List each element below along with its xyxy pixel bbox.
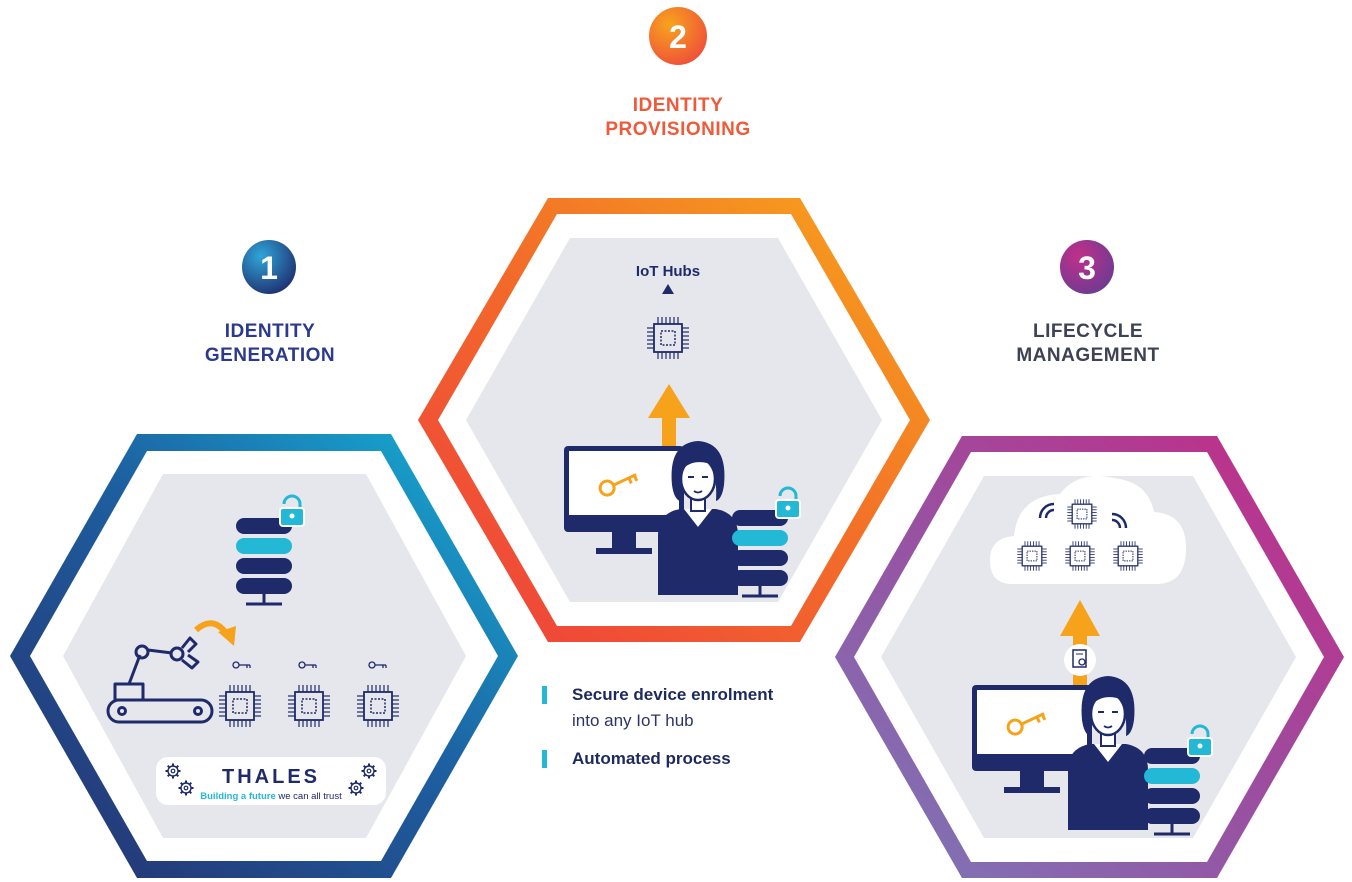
bullet-item: Secure device enrolment into any IoT hub <box>540 682 800 734</box>
svg-text:3: 3 <box>1078 250 1096 286</box>
bullet-list: Secure device enrolment into any IoT hub… <box>540 682 800 784</box>
step-1-badge: 1 <box>242 240 296 294</box>
curved-arrow-head <box>218 626 236 646</box>
bullet-bold-text: Automated process <box>572 749 731 768</box>
bullet-text: into any IoT hub <box>572 711 694 730</box>
up-triangle-icon <box>662 284 674 294</box>
step-1-title: IDENTITY GENERATION <box>160 320 380 368</box>
thales-logo: THALES Building a future we can all trus… <box>156 757 386 805</box>
bullet-marker <box>542 686 547 704</box>
cloud-icon <box>990 476 1186 584</box>
step-2-badge: 2 <box>649 7 707 65</box>
bullet-bold-text: Secure device enrolment <box>572 685 774 704</box>
step-3-title-line1: LIFECYCLE <box>1032 321 1144 342</box>
svg-text:Building a future we can all t: Building a future we can all trust <box>200 791 342 802</box>
step-3-title-line2: MANAGEMENT <box>1016 345 1160 366</box>
certificate-icon <box>1064 644 1096 676</box>
step-1-title-line1: IDENTITY <box>224 321 316 342</box>
hexagon-identity-generation <box>10 434 518 878</box>
step-1-title-line2: GENERATION <box>204 345 336 366</box>
bullet-item: Automated process <box>540 746 800 772</box>
wifi-icon <box>1038 502 1128 529</box>
step-3-title: LIFECYCLE MANAGEMENT <box>978 320 1198 368</box>
robot-arm-icon <box>106 636 214 724</box>
step-2-title-line1: IDENTITY <box>632 95 724 116</box>
bullet-marker <box>542 750 547 768</box>
step-3-badge: 3 <box>1060 240 1114 294</box>
svg-text:THALES: THALES <box>222 766 320 788</box>
step-2-title-line2: PROVISIONING <box>605 119 751 140</box>
iot-hubs-label: IoT Hubs <box>636 263 700 280</box>
svg-text:2: 2 <box>669 19 687 55</box>
svg-text:1: 1 <box>260 250 278 286</box>
step-2-title: IDENTITY PROVISIONING <box>568 94 788 142</box>
